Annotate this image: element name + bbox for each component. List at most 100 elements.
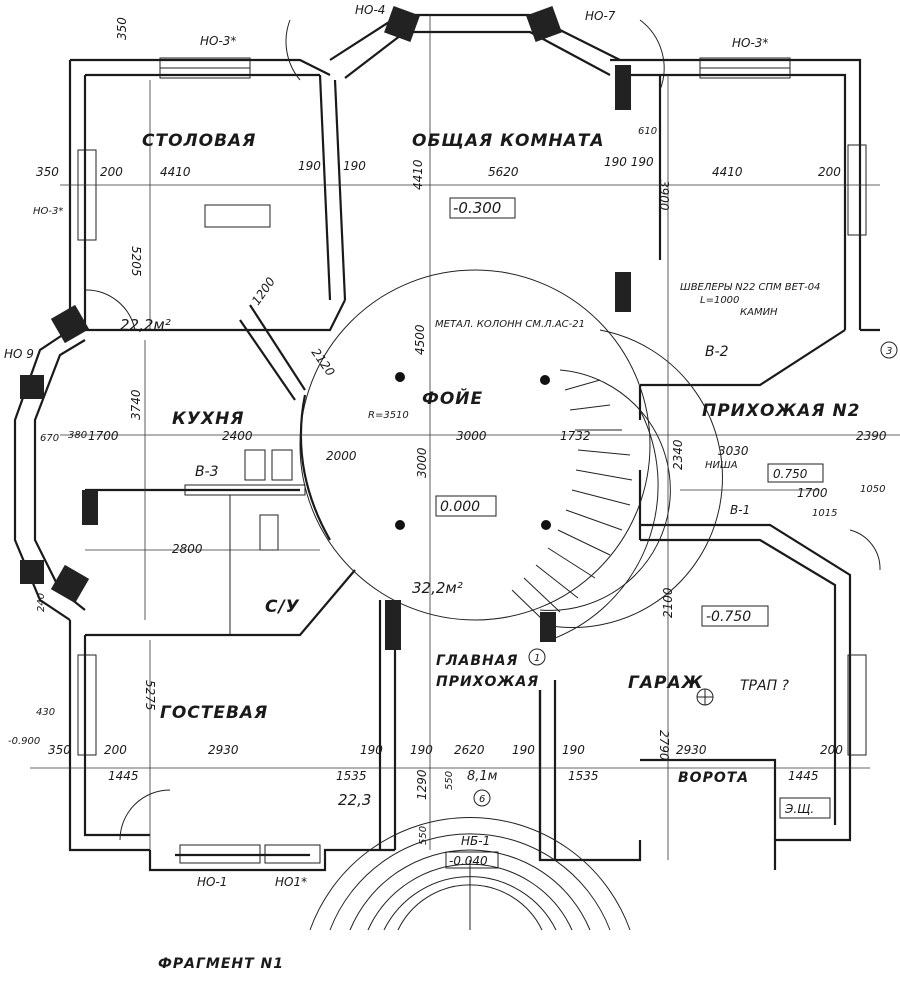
dim-1700b: 1700 <box>797 486 828 500</box>
mark-nb1: НБ-1 <box>461 834 490 848</box>
dim-2800: 2800 <box>172 542 203 556</box>
dim-190e: 190 <box>410 743 433 757</box>
b3-mark: В-3 <box>195 464 219 480</box>
dim-350b: 350 <box>48 743 71 757</box>
dim-190d: 190 <box>360 743 383 757</box>
column-note: МЕТАЛ. КОЛОНН СМ.Л.АС-21 <box>435 319 585 330</box>
dim-1700: 1700 <box>88 429 119 443</box>
room-gate-label: ВОРОТА <box>678 770 749 786</box>
windows-top <box>77 57 867 864</box>
dim-3000v: 3000 <box>415 447 429 478</box>
dim-1445a: 1445 <box>108 769 139 783</box>
dim-200c: 200 <box>104 743 127 757</box>
level-left: -0.900 <box>8 736 40 747</box>
dim-190f: 190 <box>512 743 535 757</box>
panel-label: Э.Щ. <box>784 802 814 816</box>
marker-6: 6 <box>479 794 485 805</box>
dim-670: 670 <box>40 433 59 444</box>
dim-1290: 1290 <box>415 769 429 800</box>
window-marks: НО-3* НО-3* НО-7 НО-4 НО-1 НО1* НО 9 НО-… <box>4 3 768 889</box>
room-dining-label: СТОЛОВАЯ <box>142 131 256 151</box>
dim-380: 380 <box>68 430 87 441</box>
dim-1535a: 1535 <box>336 769 367 783</box>
dim-2340: 2340 <box>671 439 685 470</box>
room-kitchen-label: КУХНЯ <box>172 409 244 429</box>
dim-4410a: 4410 <box>160 165 191 179</box>
dim-2930b: 2930 <box>676 743 707 757</box>
dim-2400: 2400 <box>222 429 253 443</box>
mark-no1a: НО1* <box>275 875 307 889</box>
b1-mark: В-1 <box>730 503 750 517</box>
dim-2000: 2000 <box>326 449 357 463</box>
mark-no3-right: НО-3* <box>732 36 768 50</box>
area-kitchen: 22,2м² <box>120 316 171 334</box>
dim-240: 240 <box>36 593 47 612</box>
dim-430: 430 <box>36 707 55 718</box>
dim-550a: 550 <box>418 826 429 845</box>
dim-3030: 3030 <box>718 444 749 458</box>
dim-2620: 2620 <box>454 743 485 757</box>
dim-550b: 550 <box>444 771 455 790</box>
level-foyer: 0.000 <box>440 499 480 515</box>
dim-5205: 5205 <box>129 246 143 277</box>
room-garage-label: ГАРАЖ <box>628 673 704 693</box>
dim-2930a: 2930 <box>208 743 239 757</box>
dim-190b: 190 <box>343 159 366 173</box>
level-entrance: -0.040 <box>449 854 488 868</box>
misc-labels: МЕТАЛ. КОЛОНН СМ.Л.АС-21 ШВЕЛЕРЫ N22 СПМ… <box>158 282 898 972</box>
marker-1: 1 <box>534 653 540 664</box>
dim-2390: 2390 <box>856 429 887 443</box>
dim-3900: 3900 <box>657 180 671 211</box>
dim-1200: 1200 <box>249 274 278 307</box>
wall-columns <box>20 6 631 650</box>
dim-4500: 4500 <box>413 324 427 355</box>
entrance-steps <box>309 817 631 931</box>
room-main-hall-label-1: ГЛАВНАЯ <box>436 653 518 669</box>
dim-4410v: 4410 <box>411 159 425 190</box>
stair-treads <box>511 379 633 623</box>
niche-note: НИША <box>705 460 738 471</box>
dim-350c: 350 <box>115 17 129 40</box>
dim-1015: 1015 <box>812 508 837 519</box>
dim-350a: 350 <box>36 165 59 179</box>
radius-note: R=3510 <box>368 410 409 421</box>
dim-1050: 1050 <box>860 484 885 495</box>
fireplace-length: L=1000 <box>700 295 739 306</box>
dim-1535b: 1535 <box>568 769 599 783</box>
door-swings <box>84 19 881 841</box>
room-guest-label: ГОСТЕВАЯ <box>160 703 268 723</box>
dim-190g: 190 <box>562 743 585 757</box>
dim-200a: 200 <box>100 165 123 179</box>
dim-5620: 5620 <box>488 165 519 179</box>
dim-2790: 2790 <box>657 730 671 761</box>
dim-4410b: 4410 <box>712 165 743 179</box>
marker-3: 3 <box>886 346 892 357</box>
fragment-title: ФРАГМЕНТ N1 <box>158 956 284 972</box>
dim-1732: 1732 <box>560 429 591 443</box>
dim-2120: 2120 <box>309 346 338 379</box>
area-foyer: 32,2м² <box>412 579 463 597</box>
mark-no3-side: НО-3* <box>33 206 63 217</box>
fireplace-note: КАМИН <box>740 307 778 318</box>
mark-no4: НО-4 <box>355 3 385 17</box>
room-labels: СТОЛОВАЯ ОБЩАЯ КОМНАТА КУХНЯ ФОЙЕ ПРИХОЖ… <box>142 131 861 786</box>
area-entrance: 8,1м <box>467 769 498 784</box>
mark-no1: НО-1 <box>197 875 227 889</box>
area-labels: 22,2м² 32,2м² 22,3 8,1м <box>120 316 498 809</box>
room-hall2-label: ПРИХОЖАЯ N2 <box>702 401 861 421</box>
room-main-hall-label-2: ПРИХОЖАЯ <box>436 674 539 690</box>
level-common: -0.300 <box>453 199 501 217</box>
mark-no3-left: НО-3* <box>200 34 236 48</box>
dim-3000a: 3000 <box>456 429 487 443</box>
level-hall2: 0.750 <box>773 467 808 481</box>
room-foyer-label: ФОЙЕ <box>422 387 483 409</box>
dim-200b: 200 <box>818 165 841 179</box>
area-guest: 22,3 <box>338 791 371 809</box>
foyer-rotunda <box>299 269 724 641</box>
dim-190c: 190 190 <box>604 155 654 169</box>
mark-no9: НО 9 <box>4 347 34 361</box>
dim-5275: 5275 <box>143 680 157 711</box>
level-marks: -0.300 0.000 -0.750 0.750 -0.040 -0.900 <box>8 197 824 869</box>
dim-190a: 190 <box>298 159 321 173</box>
dimension-labels: 4410 5620 4410 200 190 190 190 190 200 3… <box>36 17 887 845</box>
